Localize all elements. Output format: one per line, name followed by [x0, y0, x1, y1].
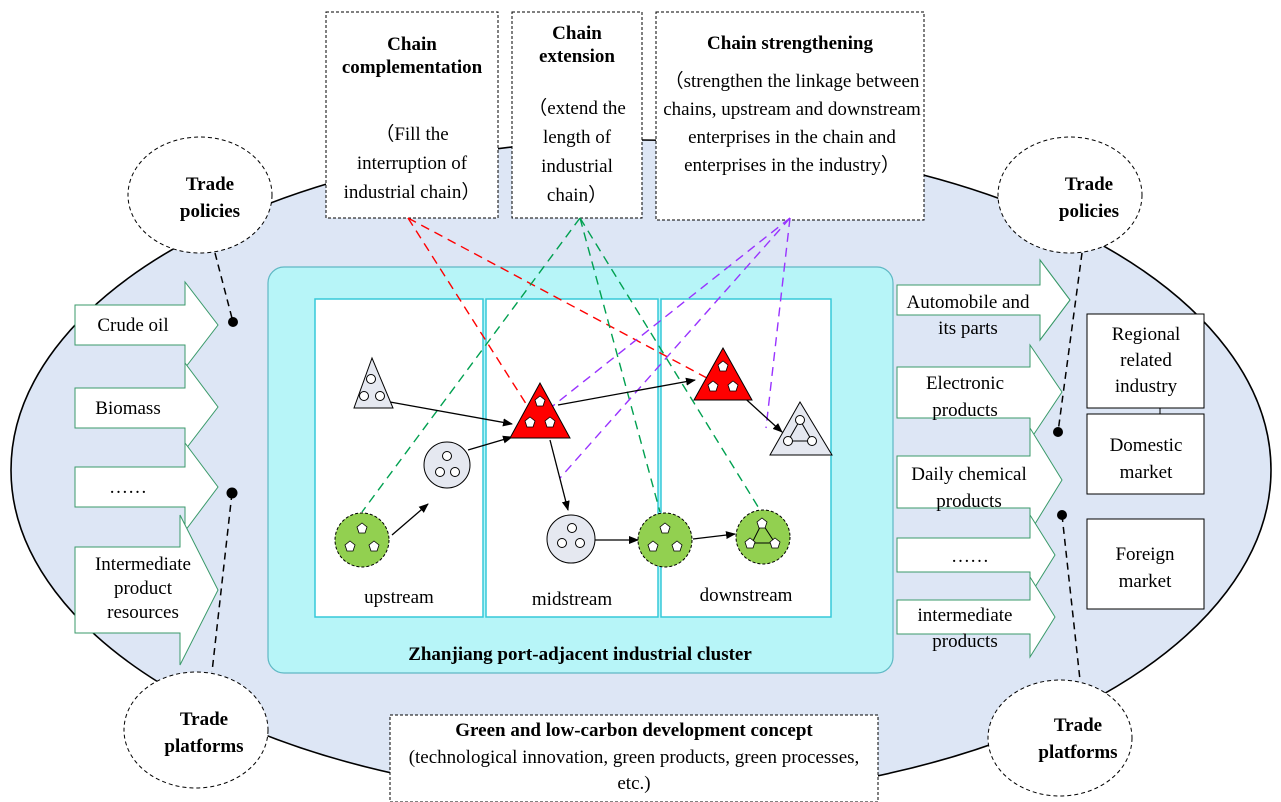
- output-arrow-intermediate: [896, 575, 1056, 659]
- complementation-lines: [407, 217, 721, 411]
- output-label-ellipsis: ……: [951, 546, 989, 567]
- chain-extension-desc: （extend the length of industrial chain）: [528, 98, 626, 206]
- node-midstream-grey-circle: [546, 514, 596, 564]
- concept-title: Green and low-carbon development concept: [455, 720, 813, 741]
- node-upstream-grey-triangle: [353, 356, 394, 409]
- node-upstream-green-circle: [334, 512, 390, 568]
- downstream-box: [660, 298, 832, 618]
- stage-label-upstream: upstream: [364, 587, 434, 608]
- concept-desc: (technological innovation, green product…: [408, 747, 860, 794]
- chain-extension-box: [511, 11, 643, 219]
- stage-label-downstream: downstream: [699, 585, 793, 606]
- stage-label-midstream: midstream: [531, 589, 613, 610]
- trade-connectors: [211, 252, 1083, 681]
- node-downstream-red-triangle: [693, 346, 753, 401]
- market-label-foreign: Foreign market: [1115, 544, 1175, 592]
- chain-strengthening-title: Chain strengthening: [707, 33, 873, 54]
- input-label-intermediate: Intermediate product resources: [94, 554, 191, 623]
- input-label-biomass: Biomass: [95, 398, 161, 419]
- chain-complementation-title: Chain complementation: [341, 34, 483, 78]
- input-arrow-biomass: [74, 361, 219, 452]
- trade-platforms-left-label: Trade platforms: [164, 709, 244, 757]
- market-box-foreign: [1086, 518, 1205, 610]
- market-label-regional: Regional related industry: [1111, 324, 1181, 397]
- input-arrow-intermediate: [74, 514, 219, 666]
- trade-policies-right-ellipse: [997, 136, 1143, 254]
- chain-complementation-box: [325, 11, 499, 219]
- cluster-title: Zhanjiang port-adjacent industrial clust…: [408, 644, 752, 665]
- trade-policies-left-ellipse: [127, 136, 273, 254]
- market-box-domestic: [1086, 413, 1205, 495]
- node-downstream-grey-triangle: [769, 401, 833, 456]
- trade-policies-right-label: Trade policies: [1058, 174, 1120, 222]
- node-upstream-grey-circle: [423, 441, 471, 489]
- trade-platforms-left-ellipse: [123, 671, 269, 789]
- node-downstream-green-circle: [735, 509, 791, 565]
- strengthening-lines: [519, 217, 791, 479]
- node-midstream-red-triangle: [509, 381, 571, 439]
- market-box-regional: [1086, 313, 1205, 409]
- input-arrow-crude-oil: [74, 280, 219, 370]
- extension-lines: [361, 217, 761, 513]
- output-label-intermediate: intermediate products: [917, 605, 1013, 652]
- output-arrow-daily-chemical: [896, 426, 1063, 534]
- input-label-crude-oil: Crude oil: [97, 315, 169, 336]
- output-arrow-automobile: [896, 258, 1071, 342]
- node-midstream-green-circle: [637, 512, 693, 568]
- input-arrow-ellipsis: [74, 441, 219, 533]
- midstream-box: [485, 298, 659, 618]
- concept-box: [389, 714, 879, 802]
- trade-platforms-right-label: Trade platforms: [1038, 715, 1118, 763]
- trade-platforms-right-ellipse: [987, 679, 1133, 797]
- input-label-ellipsis: ……: [109, 477, 147, 498]
- output-label-daily-chemical: Daily chemical products: [911, 464, 1027, 512]
- output-label-electronic: Electronic products: [925, 373, 1005, 421]
- chain-complementation-desc: （Fill the interruption of industrial cha…: [343, 124, 481, 203]
- output-label-automobile: Automobile and its parts: [906, 292, 1030, 339]
- chain-extension-title: Chain extension: [539, 23, 615, 67]
- market-label-domestic: Domestic market: [1109, 435, 1183, 483]
- output-arrow-ellipsis: [896, 513, 1056, 597]
- chain-strengthening-desc: （strengthen the linkage between chains, …: [663, 71, 921, 176]
- trade-policies-left-label: Trade policies: [179, 174, 241, 222]
- connector-dots: [226, 317, 1067, 520]
- output-arrow-electronic: [896, 343, 1063, 442]
- chain-strengthening-box: [655, 11, 925, 221]
